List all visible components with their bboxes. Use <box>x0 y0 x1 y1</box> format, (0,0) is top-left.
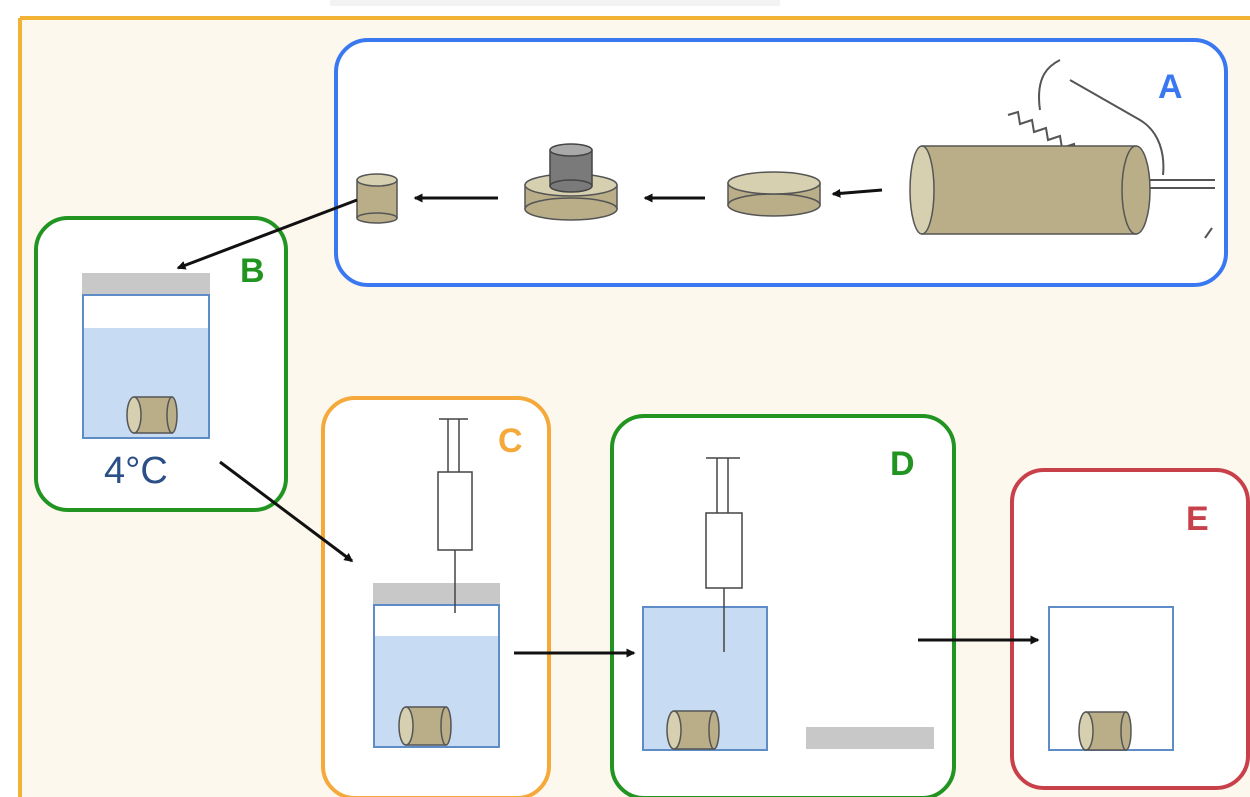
beaker-icon <box>373 583 500 748</box>
arrow-icon <box>176 198 358 270</box>
panel-c-letter: C <box>498 422 523 460</box>
lid-icon <box>806 727 934 749</box>
panel-e: E <box>1010 468 1250 790</box>
small-core-plug-icon <box>398 706 452 746</box>
panel-e-letter: E <box>1186 500 1209 538</box>
panel-c: C <box>321 396 551 797</box>
cut-disc-with-punch-icon <box>524 143 618 221</box>
panel-a: A <box>334 38 1228 287</box>
panel-d-letter: D <box>890 445 915 483</box>
lid-icon <box>373 583 500 605</box>
core-sample-cylinder-icon <box>909 145 1151 235</box>
lid-icon <box>82 273 210 295</box>
syringe-icon <box>705 457 743 652</box>
arrow-icon <box>219 460 354 563</box>
panel-a-letter: A <box>1158 68 1183 106</box>
panel-b-letter: B <box>240 252 265 290</box>
top-caption-remnant <box>330 0 780 6</box>
small-core-plug-icon <box>1078 711 1132 751</box>
panel-b: B 4°C <box>34 216 288 512</box>
small-core-plug-icon <box>666 710 720 750</box>
temperature-label: 4°C <box>104 450 168 492</box>
arrow-icon <box>831 188 883 198</box>
sample-disc-icon <box>727 171 821 217</box>
small-core-plug-icon <box>356 173 398 224</box>
panel-d: D <box>610 414 956 797</box>
syringe-icon <box>437 418 473 613</box>
small-core-plug-icon <box>126 396 178 434</box>
beaker-icon <box>82 273 210 439</box>
